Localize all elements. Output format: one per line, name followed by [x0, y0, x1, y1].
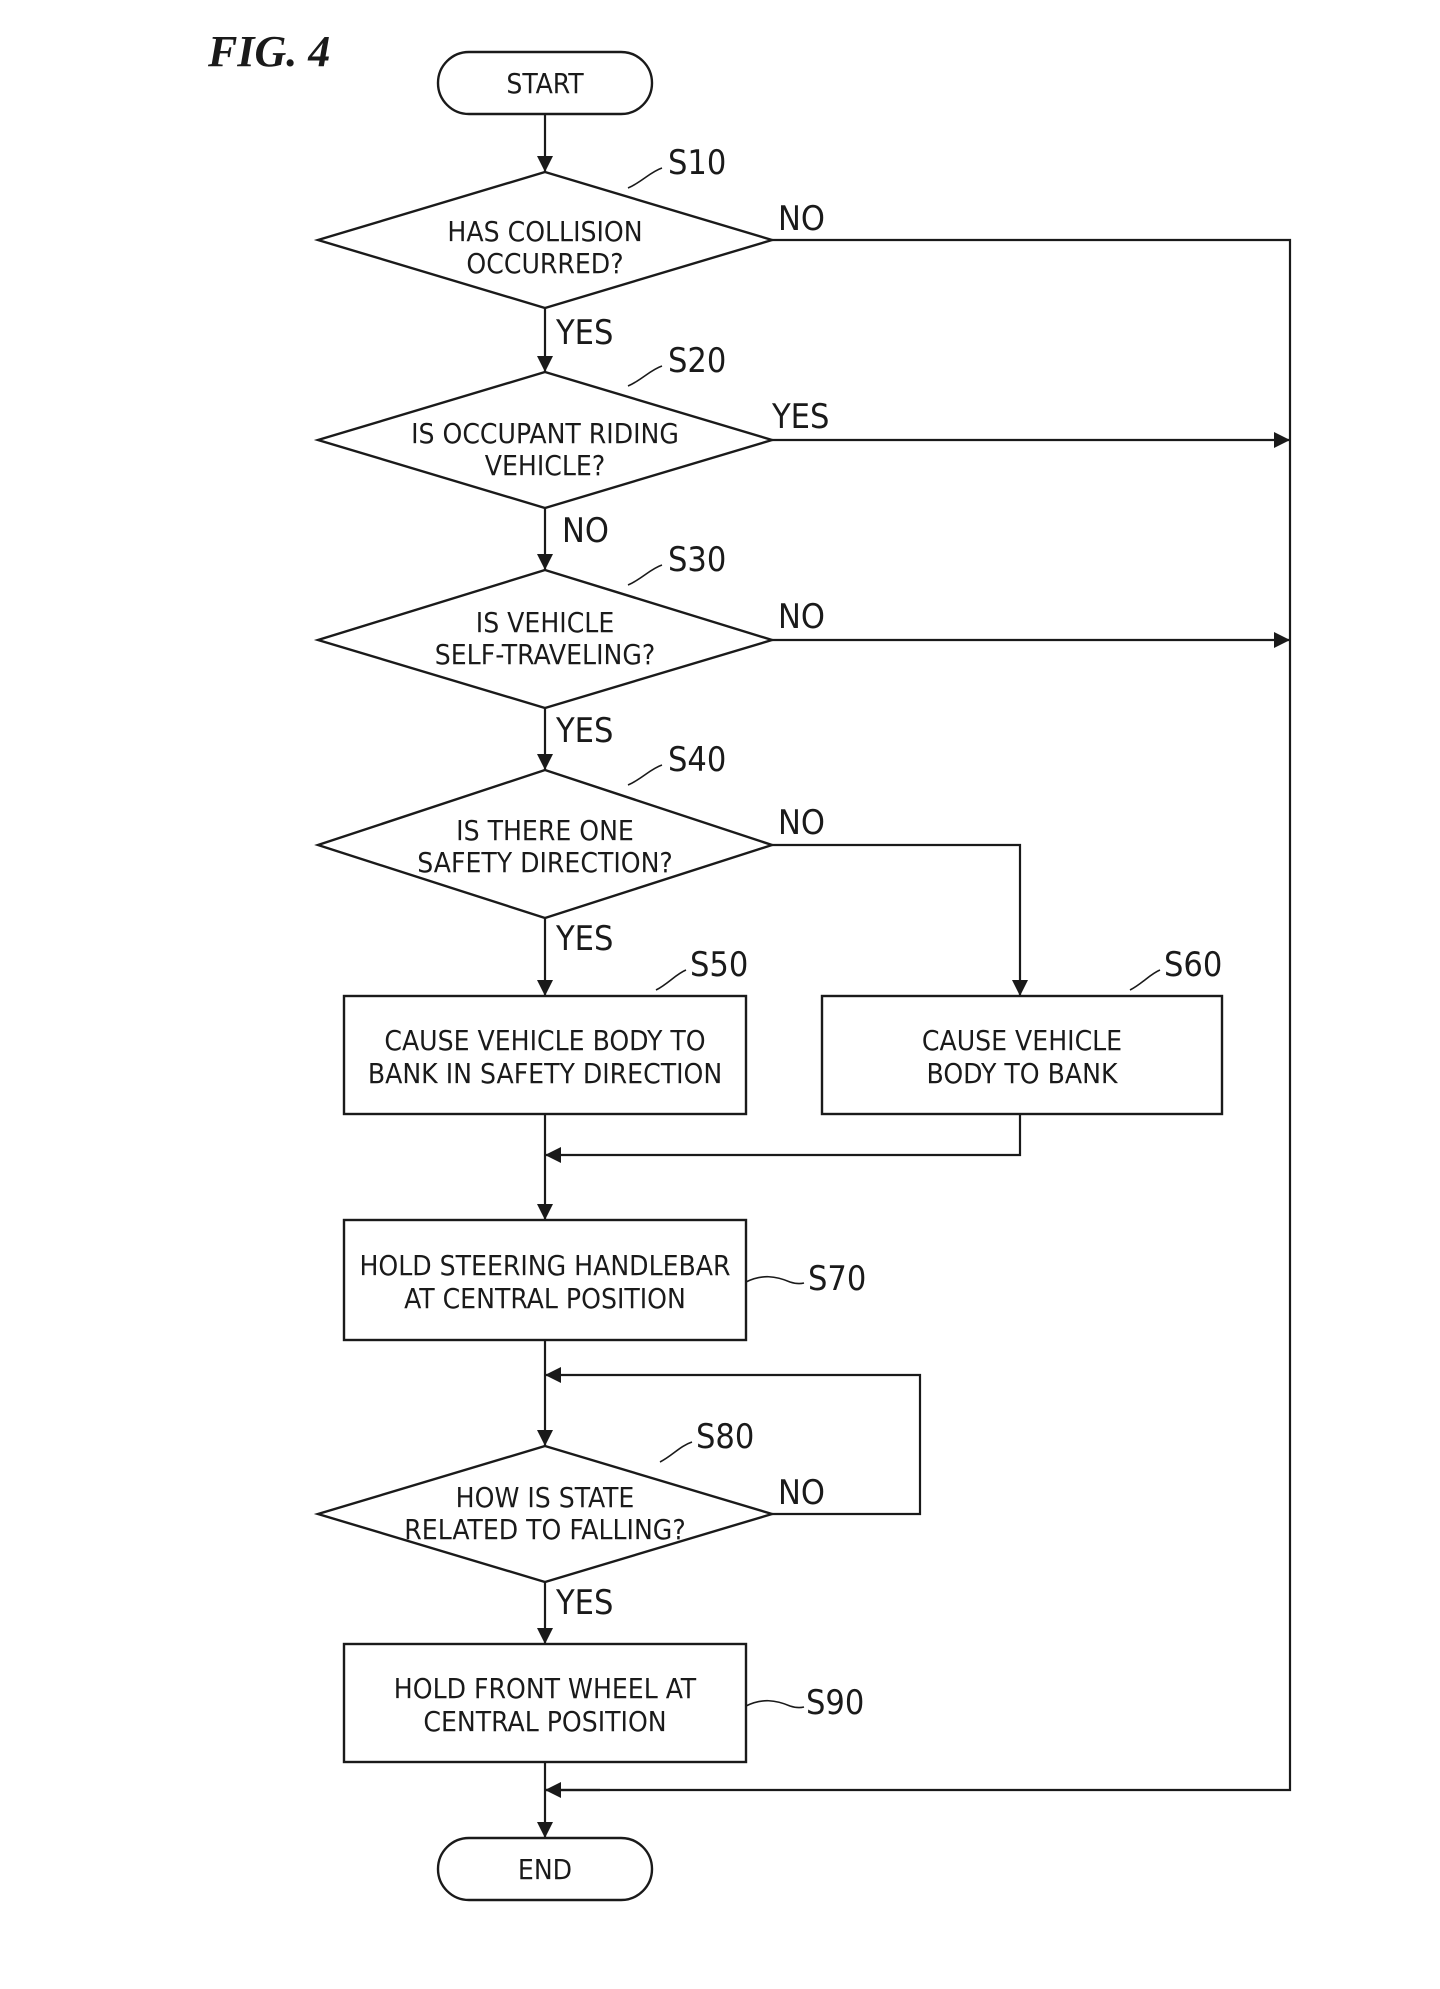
s40-line-1: IS THERE ONE [456, 814, 634, 847]
edge-s40-no [772, 843, 1028, 996]
s40-no-label: NO [778, 803, 825, 843]
edge-s80-no-loop [545, 1367, 922, 1516]
flow-edges [537, 114, 1292, 1838]
s30-yes-label: YES [555, 711, 613, 751]
s20-step-label: S20 [668, 341, 726, 381]
s50-line-2: BANK IN SAFETY DIRECTION [368, 1057, 722, 1090]
s20-leader [627, 365, 663, 387]
s80-leader [659, 1441, 693, 1463]
s80-step-label: S80 [696, 1417, 754, 1457]
s70-process: HOLD STEERING HANDLEBAR AT CENTRAL POSIT… [342, 1218, 748, 1342]
s60-line-1: CAUSE VEHICLE [922, 1024, 1122, 1057]
s90-process: HOLD FRONT WHEEL AT CENTRAL POSITION [342, 1642, 748, 1764]
s30-line-1: IS VEHICLE [476, 606, 614, 639]
s70-line-1: HOLD STEERING HANDLEBAR [359, 1249, 730, 1282]
start-label: START [506, 67, 584, 100]
s80-no-label: NO [778, 1473, 825, 1513]
s80-decision: HOW IS STATE RELATED TO FALLING? [313, 1444, 777, 1584]
edge-s60-merge [545, 1114, 1022, 1163]
s50-line-1: CAUSE VEHICLE BODY TO [384, 1024, 705, 1057]
s70-step-label: S70 [808, 1259, 866, 1299]
s30-step-label: S30 [668, 540, 726, 580]
s20-no-label: NO [562, 511, 609, 551]
end-label: END [518, 1853, 572, 1886]
s80-line-1: HOW IS STATE [456, 1481, 635, 1514]
step-labels: S10 S20 S30 S40 S50 S60 S70 S80 S90 [627, 143, 1222, 1723]
s50-process: CAUSE VEHICLE BODY TO BANK IN SAFETY DIR… [342, 994, 748, 1116]
s20-line-1: IS OCCUPANT RIDING [411, 417, 679, 450]
end-terminal: END [436, 1836, 654, 1902]
edge-s10-no [545, 238, 1292, 1792]
s50-leader [655, 969, 687, 991]
s90-leader [745, 1699, 805, 1709]
s30-leader [627, 564, 663, 586]
s90-line-2: CENTRAL POSITION [423, 1705, 666, 1738]
branch-labels: NO YES YES NO NO YES NO YES NO YES [555, 199, 829, 1623]
s30-line-2: SELF-TRAVELING? [435, 638, 655, 671]
s50-step-label: S50 [690, 945, 748, 985]
s70-leader [745, 1275, 805, 1285]
s40-line-2: SAFETY DIRECTION? [417, 846, 673, 879]
s80-line-2: RELATED TO FALLING? [404, 1513, 685, 1546]
s10-line-2: OCCURRED? [466, 247, 623, 280]
s80-yes-label: YES [555, 1583, 613, 1623]
s10-no-label: NO [778, 199, 825, 239]
s10-yes-label: YES [555, 313, 613, 353]
s40-leader [627, 764, 663, 786]
start-terminal: START [436, 50, 654, 116]
s30-decision: IS VEHICLE SELF-TRAVELING? [313, 568, 777, 710]
s90-line-1: HOLD FRONT WHEEL AT [394, 1672, 697, 1705]
s90-step-label: S90 [806, 1683, 864, 1723]
s20-yes-label: YES [771, 397, 829, 437]
s10-decision: HAS COLLISION OCCURRED? [313, 170, 777, 310]
s30-no-label: NO [778, 597, 825, 637]
s10-leader [627, 167, 663, 189]
s60-leader [1129, 969, 1161, 991]
s60-process: CAUSE VEHICLE BODY TO BANK [820, 994, 1224, 1116]
s20-line-2: VEHICLE? [485, 449, 605, 482]
s40-yes-label: YES [555, 919, 613, 959]
s40-decision: IS THERE ONE SAFETY DIRECTION? [314, 768, 776, 920]
figure-title: FIG. 4 [207, 27, 330, 76]
s20-decision: IS OCCUPANT RIDING VEHICLE? [313, 370, 777, 510]
s70-line-2: AT CENTRAL POSITION [404, 1282, 686, 1315]
s10-line-1: HAS COLLISION [447, 215, 642, 248]
s40-step-label: S40 [668, 740, 726, 780]
s60-step-label: S60 [1164, 945, 1222, 985]
s60-line-2: BODY TO BANK [927, 1057, 1119, 1090]
s10-step-label: S10 [668, 143, 726, 183]
